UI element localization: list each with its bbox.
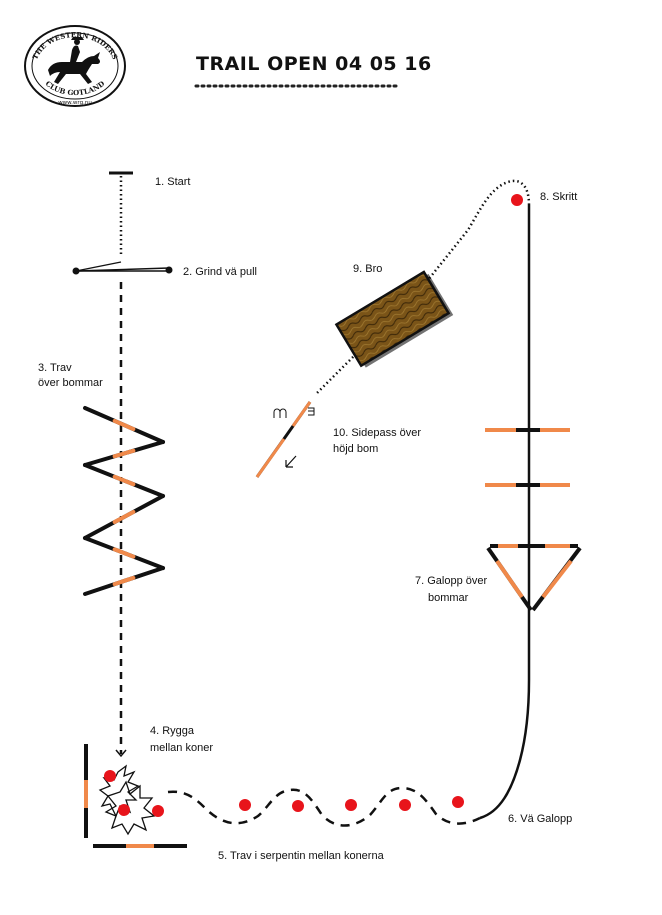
canter-poles: [485, 428, 582, 612]
label-walk: 8. Skritt: [540, 191, 577, 203]
serpentine-path: [167, 786, 481, 827]
page-title: TRAIL OPEN 04 05 16: [196, 53, 432, 75]
cone: [118, 804, 130, 816]
gate-post-left: [72, 267, 80, 275]
canter-path: [479, 205, 531, 820]
cone: [399, 799, 411, 811]
bridge-planks: [334, 270, 451, 368]
trot-pole: [83, 406, 165, 444]
label-trot-line2: över bommar: [38, 377, 103, 389]
cone: [511, 194, 523, 206]
cone: [239, 799, 251, 811]
pole-stand-icon: [308, 407, 315, 416]
arrow-icon: [115, 749, 127, 758]
serpentine-cones: [239, 796, 464, 812]
pole-stand-icon: [273, 408, 287, 418]
trot-poles-zigzag: [83, 406, 165, 596]
cone: [345, 799, 357, 811]
label-canter-poles-line1: 7. Galopp över: [415, 575, 487, 587]
club-logo: THE WESTERN RIDERS CLUB GOTLAND www.wrg.…: [24, 25, 126, 107]
logo-url: www.wrg.nu: [58, 100, 92, 106]
trot-pole: [83, 536, 165, 570]
gate-post-right: [165, 266, 173, 274]
label-canter-poles-line2: bommar: [428, 592, 469, 604]
cone: [452, 796, 464, 808]
cone: [292, 800, 304, 812]
direction-arrow-icon: [285, 455, 297, 468]
label-gate: 2. Grind vä pull: [183, 266, 257, 278]
label-start: 1. Start: [155, 176, 190, 188]
label-backup-line1: 4. Rygga: [150, 725, 195, 737]
cone: [104, 770, 116, 782]
trot-pole: [83, 463, 165, 498]
gate-obstacle: [72, 261, 173, 275]
label-serpentine: 5. Trav i serpentin mellan konerna: [218, 850, 385, 862]
sidepass-obstacle: [255, 401, 315, 478]
label-bridge: 9. Bro: [353, 263, 382, 275]
cone: [152, 805, 164, 817]
label-left-canter: 6. Vä Galopp: [508, 813, 572, 825]
bridge-obstacle: [334, 270, 454, 368]
horse-rider-icon: [48, 37, 100, 84]
label-trot-line1: 3. Trav: [38, 362, 72, 374]
trot-pole: [83, 566, 165, 596]
trot-pole: [83, 440, 165, 467]
backup-zigzag-large: [104, 780, 156, 836]
label-sidepass-line2: höjd bom: [333, 443, 378, 455]
backup-obstacle: [84, 744, 187, 848]
trot-pole: [83, 494, 165, 540]
label-backup-line2: mellan koner: [150, 742, 213, 754]
canter-pole-triangle: [486, 544, 582, 612]
label-sidepass-line1: 10. Sidepass över: [333, 427, 421, 439]
